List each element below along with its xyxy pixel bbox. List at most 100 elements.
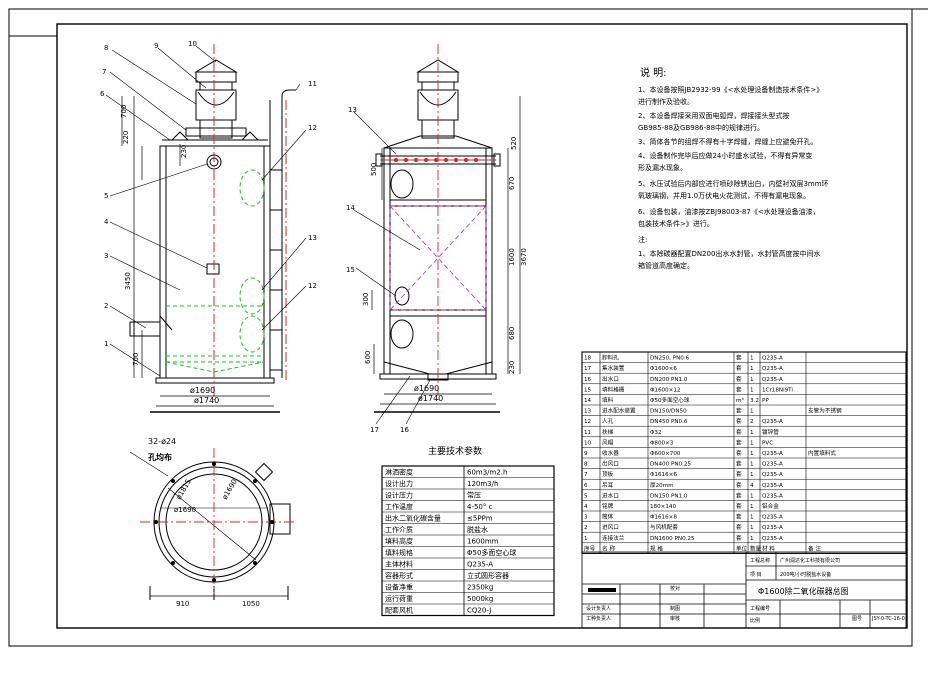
bom-cell: PVC bbox=[762, 440, 773, 446]
bom-cell: 铝合金 bbox=[762, 502, 779, 510]
bom-cell: 套 bbox=[736, 491, 742, 499]
param-value: 立式圆形容器 bbox=[467, 571, 509, 580]
param-label: 设计压力 bbox=[385, 491, 413, 500]
param-value: 脱盐水 bbox=[467, 525, 488, 534]
bom-cell: Q235-A bbox=[762, 483, 783, 489]
bom-cell: 出风口 bbox=[602, 460, 619, 468]
callout-14: 14 bbox=[346, 204, 355, 212]
bom-cell: 1 bbox=[750, 515, 754, 521]
plan-holes: 32-ø24 bbox=[148, 437, 176, 446]
note-line: 2、本设备焊接采用双面电弧焊，焊接接头型式按 bbox=[638, 111, 789, 120]
front-dim-700: 700 bbox=[120, 105, 128, 118]
bom-cell: Q235-A bbox=[762, 366, 783, 372]
front-dim-220: 220 bbox=[122, 131, 130, 144]
bom-cell: 1 bbox=[750, 525, 754, 531]
param-label: 出水二氧化碳含量 bbox=[385, 514, 441, 523]
bom-cell: 1 bbox=[750, 409, 754, 415]
bom-cell: 进风口 bbox=[602, 523, 619, 531]
bom-cell: 1 bbox=[750, 472, 754, 478]
bom-cell: 1 bbox=[750, 430, 754, 436]
bom-header-cell: 数量 bbox=[750, 544, 762, 552]
param-label: 工作介质 bbox=[385, 525, 413, 534]
bom-cell: 套 bbox=[736, 354, 742, 362]
bom-cell: 套 bbox=[736, 460, 742, 468]
bom-cell: 套 bbox=[736, 523, 742, 531]
callout-8: 8 bbox=[104, 44, 108, 52]
note-line: 5、水压试验后内部应进行喷砂除锈出白，内壁衬双层3mm环 bbox=[638, 179, 829, 188]
note-line: 3、简体各节的组焊不得有十字焊缝，焊缝上应避免开孔。 bbox=[638, 137, 817, 146]
callout-16: 16 bbox=[400, 426, 409, 434]
callout-1: 1 bbox=[104, 340, 108, 348]
callout-9: 9 bbox=[154, 42, 158, 50]
tb-design-lead: 设计负责人 bbox=[586, 605, 611, 612]
bom-cell: 套 bbox=[736, 481, 742, 489]
bom-cell: 4 bbox=[750, 483, 754, 489]
bom-cell: 12 bbox=[584, 419, 591, 425]
tb-check: 校对 bbox=[670, 585, 680, 592]
bom-header-cell: 材 料 bbox=[762, 544, 775, 552]
bom-cell: 进水配水装置 bbox=[602, 407, 636, 415]
bom-cell: 5 bbox=[584, 493, 588, 499]
side-dim-680: 680 bbox=[508, 327, 516, 340]
front-callouts: 8 9 10 7 6 11 5 12 4 13 3 12 2 1 bbox=[100, 40, 317, 348]
side-dim-520: 520 bbox=[510, 137, 518, 150]
bom-cell: 出水口 bbox=[602, 375, 619, 383]
plan-d1690a: ø1690 bbox=[174, 506, 196, 514]
plan-bolt-holes bbox=[154, 462, 274, 582]
bom-cell: 厚20mm bbox=[650, 482, 674, 489]
tb-project-value: 200吨/小时脱盐水设备 bbox=[780, 571, 831, 578]
tb-project-label: 项 目 bbox=[750, 572, 762, 578]
bom-cell: Φ32 bbox=[650, 430, 662, 436]
bom-cell: 筒体 bbox=[602, 513, 614, 521]
side-dim-1600: 1600 bbox=[508, 248, 516, 266]
bom-cell: 1 bbox=[750, 493, 754, 499]
bom-cell: 集水装置 bbox=[602, 364, 625, 372]
bom-cell: 180×140 bbox=[650, 504, 676, 510]
bom-cell: Q235-A bbox=[762, 515, 783, 521]
bom-cell: 套 bbox=[736, 470, 742, 478]
callout-6: 6 bbox=[100, 90, 105, 98]
front-leaders bbox=[105, 45, 307, 377]
bom-cell: DN150/DN50 bbox=[650, 409, 687, 415]
bom-cell: 1Cr18Ni9Ti bbox=[762, 387, 793, 393]
bom-cell: 套 bbox=[736, 449, 742, 457]
bom-cell: 内置填料式 bbox=[808, 449, 836, 457]
side-packing-area bbox=[389, 205, 487, 311]
bom-header-cell: 规 格 bbox=[650, 544, 663, 552]
outer-frame bbox=[8, 8, 913, 647]
bom-cell: Φ1616×8 bbox=[650, 515, 677, 521]
bom-cell: PP bbox=[762, 398, 769, 404]
param-label: 运行荷重 bbox=[385, 594, 413, 603]
callout-2: 2 bbox=[104, 302, 108, 310]
bom-cell: 套 bbox=[736, 375, 742, 383]
bom-cell: 与风机配套 bbox=[650, 523, 678, 531]
callout-15: 15 bbox=[346, 266, 355, 274]
title-block bbox=[581, 551, 907, 629]
bom-cell: Q235-A bbox=[762, 419, 783, 425]
param-value: 5000kg bbox=[467, 595, 493, 603]
side-dim-670: 670 bbox=[508, 177, 516, 190]
note-line: 氧玻璃钢，并用1.0万伏电火花测试，不得有漏电现象。 bbox=[638, 191, 810, 200]
param-label: 工作温度 bbox=[385, 502, 413, 511]
bom-cell: Q235-A bbox=[762, 462, 783, 468]
bom-cell: 11 bbox=[584, 430, 592, 436]
side-dim-500: 500 bbox=[370, 163, 378, 176]
tb-company-label: 工程总称 bbox=[750, 557, 770, 564]
tb-scale: 比例 bbox=[750, 617, 760, 624]
bom-cell: 套 bbox=[736, 502, 742, 510]
param-value: Q235-A bbox=[467, 561, 493, 569]
tb-trade-lead: 工种负责人 bbox=[586, 615, 611, 622]
bom-cell: DN400 PN0.25 bbox=[650, 462, 691, 468]
callout-4: 4 bbox=[104, 218, 109, 226]
bom-cell: 1 bbox=[750, 377, 754, 383]
bom-cell: Φ1600×6 bbox=[650, 366, 677, 372]
bom-cell: 支管为不锈钢 bbox=[808, 407, 842, 415]
bom-cell: 8 bbox=[584, 462, 588, 468]
note-line: 包装技术条件>》进行。 bbox=[638, 219, 714, 228]
bom-cell: 1 bbox=[750, 462, 754, 468]
param-value: 4-50° c bbox=[467, 503, 493, 511]
bom-cell: 2 bbox=[584, 525, 588, 531]
bom-cell: Q235-A bbox=[762, 377, 783, 383]
bom-cell: Q235-A bbox=[762, 493, 783, 499]
